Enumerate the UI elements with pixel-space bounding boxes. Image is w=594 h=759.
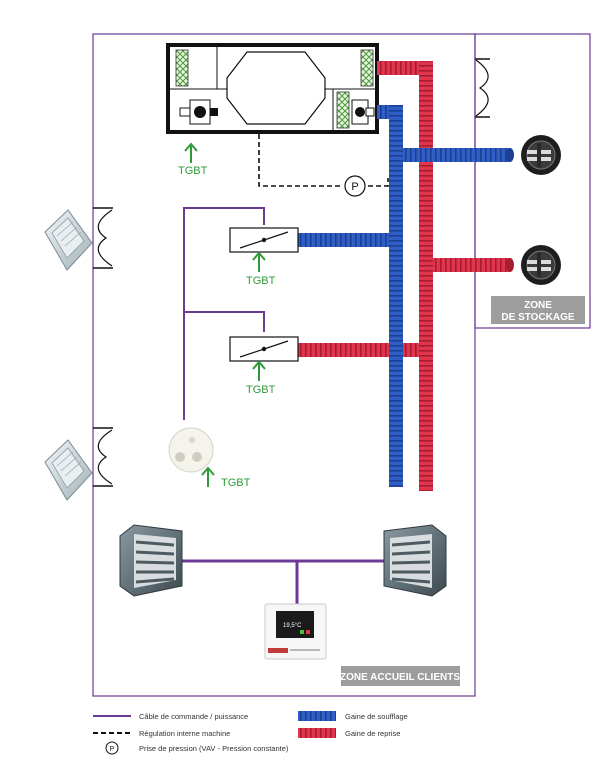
- door-swing-icon: [93, 427, 113, 487]
- legend-return-label: Gaine de reprise: [345, 729, 400, 738]
- thermostat-controller: 19,5°C: [264, 603, 327, 660]
- tgbt-label: TGBT: [221, 477, 251, 489]
- wall-grille-1: [44, 209, 93, 271]
- door-swing-icon: [93, 207, 113, 269]
- zone-accueil-outline: [92, 33, 476, 697]
- round-diffuser-icon: [521, 135, 561, 175]
- round-diffuser-icon: [521, 245, 561, 285]
- thermostat-display: 19,5°C: [283, 623, 302, 629]
- fan-1-icon: [179, 99, 218, 125]
- green-up-arrow-icon: [252, 251, 266, 272]
- tgbt-ahu: TGBT: [178, 142, 208, 177]
- command-cable: [183, 207, 265, 420]
- green-up-arrow-icon: [184, 142, 198, 163]
- presence-sensor-icon: [168, 427, 214, 473]
- svg-text:ZONE: ZONE: [524, 300, 552, 311]
- green-up-arrow-icon: [201, 466, 215, 487]
- filter-1: [175, 49, 189, 87]
- tgbt-label: TGBT: [178, 165, 208, 177]
- fan-2-icon: [351, 99, 375, 125]
- filter-3: [336, 91, 350, 129]
- legend-regulation-label: Régulation interne machine: [139, 729, 230, 738]
- tgbt-label: TGBT: [246, 384, 276, 396]
- unit-heater-icon: [383, 524, 447, 597]
- motorized-damper-icon: [229, 336, 299, 362]
- svg-text:ZONE ACCUEIL CLIENTS: ZONE ACCUEIL CLIENTS: [340, 672, 460, 683]
- legend-pressure-symbol: P: [110, 746, 115, 753]
- legend-supply-label: Gaine de soufflage: [345, 712, 408, 721]
- return-duct: [298, 61, 514, 491]
- door-swing-icon: [475, 58, 490, 118]
- legend-supply-swatch: [298, 711, 336, 721]
- tgbt-damper-1: TGBT: [246, 251, 276, 287]
- pressure-symbol: P: [351, 181, 358, 193]
- supply-duct: [298, 105, 514, 487]
- regulation-line: [258, 134, 389, 187]
- green-up-arrow-icon: [252, 360, 266, 381]
- zone-accueil-label: ZONE ACCUEIL CLIENTS: [340, 666, 460, 686]
- tgbt-sensor: TGBT: [201, 466, 251, 489]
- pressure-tap-icon: P: [344, 175, 366, 197]
- wall-grille-2: [44, 439, 93, 501]
- unit-heater-icon: [119, 524, 183, 597]
- motorized-damper-icon: [229, 227, 299, 253]
- zone-stockage-label: ZONE DE STOCKAGE: [491, 296, 585, 324]
- legend-return-swatch: [298, 728, 336, 738]
- legend-pressure-label: Prise de pression (VAV - Pression consta…: [139, 744, 289, 753]
- legend: Câble de commande / puissance Régulation…: [93, 711, 408, 755]
- legend-pressure-icon: [105, 741, 119, 755]
- heat-exchanger: [226, 51, 326, 125]
- svg-text:DE STOCKAGE: DE STOCKAGE: [501, 312, 574, 323]
- filter-2: [360, 49, 374, 87]
- legend-command-label: Câble de commande / puissance: [139, 712, 248, 721]
- tgbt-damper-2: TGBT: [246, 360, 276, 396]
- tgbt-label: TGBT: [246, 275, 276, 287]
- air-handling-unit: [166, 43, 379, 134]
- zone-stockage-outline: [474, 33, 591, 329]
- heater-cable: [178, 559, 388, 606]
